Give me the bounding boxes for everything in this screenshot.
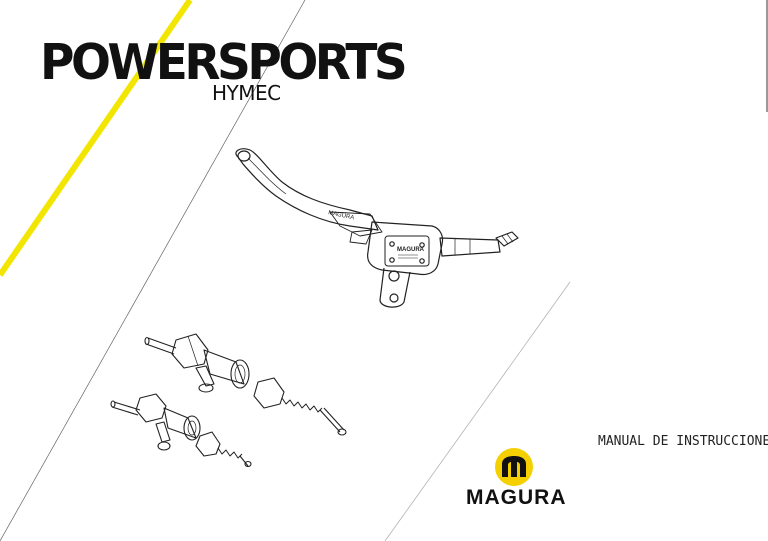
brand-subtitle: HYMEC [212,81,281,105]
diagonal-guide-line-left [0,0,306,541]
housing-text: MAGURA [397,247,425,253]
yellow-diagonal-stripe [0,0,193,277]
magura-wordmark: MAGURA [466,486,567,509]
diagonal-guide-line-right [384,281,571,541]
brand-title: POWERSPORTS [40,33,408,92]
slave-cylinder-top [144,333,347,436]
slave-cylinder-bottom [110,393,252,468]
lever-blade-text: MAGURA [328,210,355,221]
manual-title: MANUAL DE INSTRUCCIONES [598,434,768,449]
brake-lever-illustration: MAGURA MAGURA [235,148,519,308]
magura-logo-icon [495,448,533,486]
